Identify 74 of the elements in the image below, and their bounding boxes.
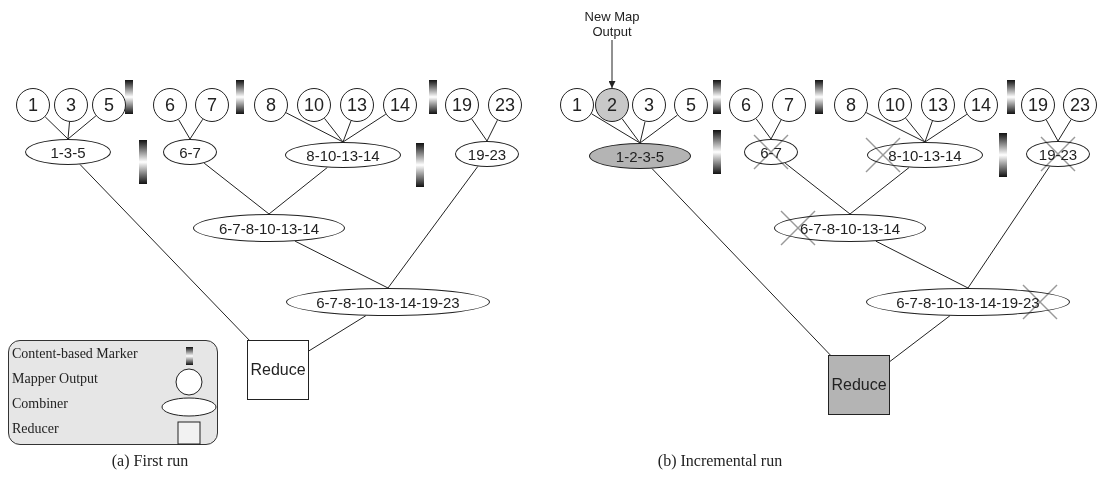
mapper-output-circle: 3 — [54, 88, 88, 122]
mapper-output-circle: 3 — [632, 88, 666, 122]
connector-line — [342, 113, 387, 143]
combiner-ellipse: 6-7-8-10-13-14-19-23 — [286, 288, 490, 316]
connector-line — [67, 115, 97, 140]
caption: (a) First run — [111, 452, 189, 470]
mapper-output-circle: 8 — [834, 88, 868, 122]
mapper-output-circle: 13 — [340, 88, 374, 122]
connector-line — [591, 113, 641, 144]
connector-line — [79, 164, 250, 341]
mapper-output-circle: 7 — [195, 88, 229, 122]
connector-line — [486, 119, 498, 142]
connector-line — [924, 120, 933, 143]
connector-line — [651, 168, 831, 356]
mapper-output-circle: 19 — [445, 88, 479, 122]
connector-line — [67, 121, 70, 140]
combiner-ellipse: 8-10-13-14 — [285, 142, 401, 168]
connector-line — [865, 112, 926, 143]
reducer-box: Reduce — [247, 340, 309, 400]
mapper-output-circle: 23 — [1063, 88, 1097, 122]
mapper-output-circle: 5 — [674, 88, 708, 122]
combiner-ellipse: 6-7 — [163, 139, 217, 165]
connector-line — [621, 118, 641, 144]
caption: (b) Incremental run — [657, 452, 783, 470]
mapper-output-circle: 1 — [16, 88, 50, 122]
connector-line — [1057, 119, 1072, 142]
connector-line — [285, 112, 344, 143]
connector-line — [342, 120, 352, 143]
connector-line — [770, 119, 782, 140]
legend-text: Combiner — [12, 396, 68, 412]
connector-line — [849, 167, 910, 215]
mapper-output-circle: 19 — [1021, 88, 1055, 122]
connector-line — [178, 119, 191, 140]
mapper-output-circle: 23 — [488, 88, 522, 122]
combiner-ellipse: 1-2-3-5 — [589, 143, 691, 169]
annotation-text: New Map Output — [567, 8, 657, 40]
legend-text: Reducer — [12, 421, 59, 437]
mapper-output-circle: 10 — [878, 88, 912, 122]
mapper-output-circle: 14 — [964, 88, 998, 122]
mapper-output-circle: 5 — [92, 88, 126, 122]
mapper-output-circle: 6 — [153, 88, 187, 122]
mapper-output-circle: 13 — [921, 88, 955, 122]
connector-line — [639, 121, 646, 144]
mapper-output-circle: 10 — [297, 88, 331, 122]
reducer-box: Reduce — [828, 355, 890, 415]
combiner-ellipse: 1-3-5 — [25, 139, 111, 165]
connector-line — [203, 162, 270, 215]
connector-line — [1045, 119, 1059, 142]
connector-line — [324, 117, 344, 143]
connector-line — [875, 240, 969, 289]
connector-line — [308, 315, 367, 352]
connector-line — [639, 114, 678, 144]
mapper-output-circle: 2 — [595, 88, 629, 122]
connector-line — [967, 166, 1051, 289]
connector-line — [189, 118, 204, 140]
arrow — [608, 39, 616, 89]
connector-line — [924, 113, 968, 143]
combiner-ellipse: 6-7-8-10-13-14 — [193, 214, 345, 242]
mapper-output-circle: 14 — [383, 88, 417, 122]
connector-line — [755, 118, 772, 140]
mapper-output-circle: 7 — [772, 88, 806, 122]
connector-line — [905, 117, 926, 143]
combiner-ellipse: 19-23 — [455, 141, 519, 167]
mapper-output-circle: 8 — [254, 88, 288, 122]
mapper-output-circle: 1 — [560, 88, 594, 122]
legend-text: Mapper Output — [12, 371, 98, 387]
connector-line — [268, 167, 328, 215]
connector-line — [387, 165, 479, 289]
mapper-output-circle: 6 — [729, 88, 763, 122]
connector-line — [44, 116, 69, 140]
legend-text: Content-based Marker — [12, 346, 138, 362]
connector-line — [889, 315, 951, 362]
connector-line — [784, 162, 851, 215]
connector-line — [471, 118, 488, 142]
